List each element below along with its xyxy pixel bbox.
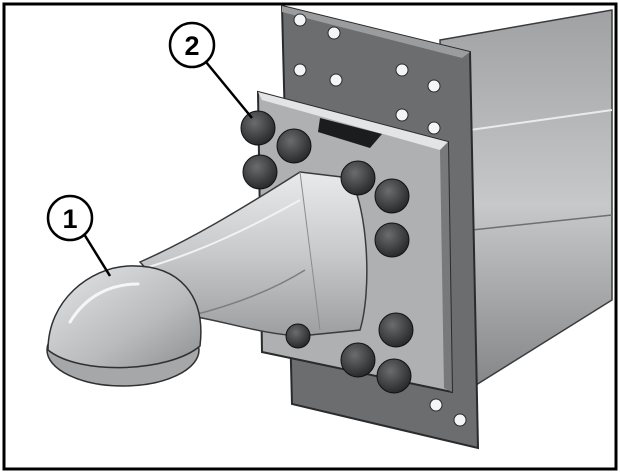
plate-holes <box>293 13 467 427</box>
bolt <box>340 160 376 196</box>
bolt <box>374 222 410 258</box>
bolt <box>285 323 311 349</box>
bolt <box>340 342 376 378</box>
coupling-arm <box>138 171 368 337</box>
ball-head <box>46 265 202 387</box>
bolt <box>276 128 312 164</box>
bolt <box>240 110 276 146</box>
bolt <box>376 358 412 394</box>
callout-1-label: 1 <box>62 204 77 234</box>
bolt <box>242 154 278 190</box>
bolts <box>240 110 414 394</box>
bolt <box>374 178 410 214</box>
callout-2-label: 2 <box>184 31 199 61</box>
callout-1: 1 <box>46 194 112 277</box>
callout-2: 2 <box>168 21 253 119</box>
bolt <box>378 312 414 348</box>
